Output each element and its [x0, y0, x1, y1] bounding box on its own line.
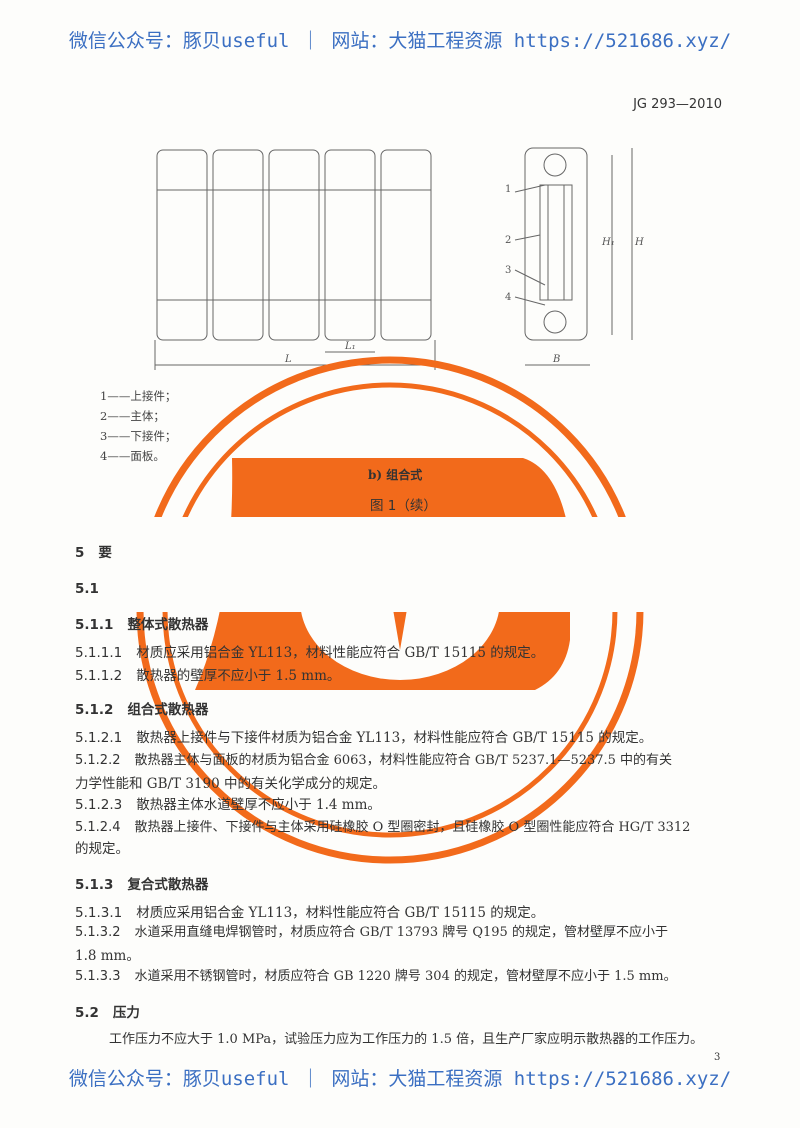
- clause-5-1-3-2-cont: 1.8 mm。: [75, 948, 140, 964]
- clause-5-1-2-4-cont: 的规定。: [75, 841, 129, 857]
- dim-L: L: [284, 354, 292, 365]
- dim-H: H: [634, 237, 644, 248]
- callout-1: 1: [505, 184, 511, 195]
- watermark-bottom: 微信公众号：豚贝useful ｜ 网站：大猫工程资源 https://52168…: [68, 1068, 732, 1090]
- callout-2: 2: [505, 235, 511, 246]
- callout-3: 3: [505, 265, 511, 276]
- standard-number: JG 293—2010: [633, 97, 722, 112]
- watermark-top: 微信公众号：豚贝useful ｜ 网站：大猫工程资源 https://52168…: [68, 30, 732, 52]
- figure-caption: 图 1（续）: [370, 498, 437, 514]
- section-5-1: 5.1: [75, 581, 99, 597]
- legend-item-1: 1——上接件；: [100, 389, 177, 403]
- callout-4: 4: [505, 292, 511, 303]
- legend-item-4: 4——面板。: [100, 449, 165, 463]
- dim-B: B: [552, 354, 560, 365]
- dim-H1: H₁: [601, 237, 615, 248]
- dim-L1: L₁: [344, 341, 356, 352]
- figure-subcaption: b) 组合式: [368, 468, 423, 482]
- legend-item-2: 2——主体；: [100, 409, 165, 423]
- front-view: [154, 149, 436, 370]
- page-number: 3: [714, 1052, 721, 1063]
- radiator-figure: L L₁ B H H₁ 1 2 3 4: [154, 147, 644, 370]
- legend-item-3: 3——下接件；: [100, 429, 177, 443]
- side-view: [514, 147, 633, 366]
- clause-5-1-2-2-cont: 力学性能和 GB/T 3190 中的有关化学成分的规定。: [75, 776, 386, 792]
- clause-5-2-body: 工作压力不应大于 1.0 MPa，试验压力应为工作压力的 1.5 倍，且生产厂家…: [109, 1032, 704, 1047]
